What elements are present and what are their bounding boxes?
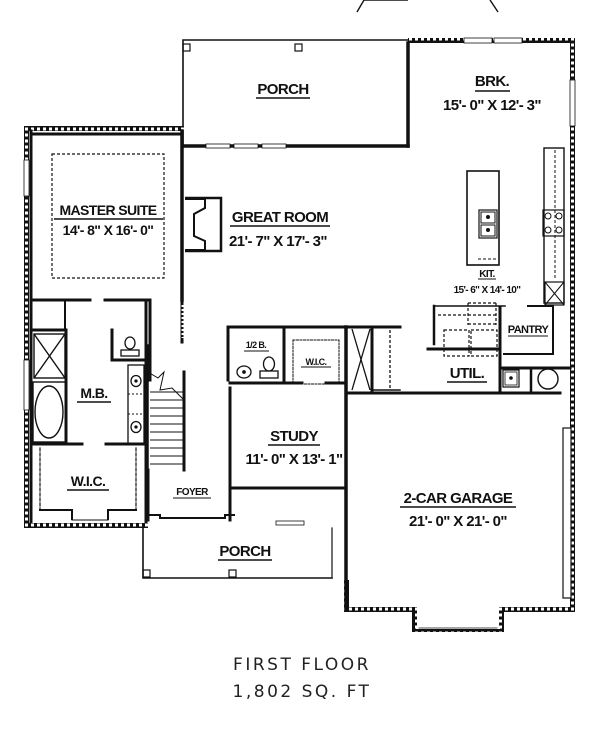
- range-icon: [542, 209, 565, 237]
- windows: [23, 37, 576, 526]
- room-label-study-wic: W.I.C.: [306, 357, 327, 367]
- bar-counter: [438, 302, 497, 325]
- double-sink-icon: [478, 209, 498, 239]
- refrigerator-icon: [544, 281, 565, 306]
- room-dims-kitchen: 15'- 6" X 14'- 10": [454, 285, 522, 296]
- toilet-icon: [120, 336, 140, 357]
- room-labels: PORCH BRK. 15'- 0" X 12'- 3" MASTER SUIT…: [51, 73, 550, 561]
- room-label-garage: 2-CAR GARAGE: [404, 490, 513, 507]
- bathtub-icon: [32, 381, 67, 443]
- kitchen-island-icon: [466, 170, 500, 266]
- room-dims-breakfast: 15'- 0" X 12'- 3": [443, 97, 541, 114]
- room-label-great-room: GREAT ROOM: [232, 209, 328, 226]
- shower-icon: [33, 333, 66, 379]
- half-bath-lavatory-icon: [236, 365, 252, 379]
- rug-outline: [51, 153, 165, 279]
- rear-porch-outline: [182, 39, 408, 148]
- room-dims-study: 11'- 0" X 13'- 1": [245, 451, 343, 468]
- utility-sink-icon: [502, 369, 520, 388]
- room-dims-great-room: 21'- 7" X 17'- 3": [229, 233, 327, 250]
- water-heater-icon: [537, 368, 559, 390]
- room-label-kitchen: KIT.: [479, 269, 495, 280]
- room-dims-garage: 21'- 0" X 21'- 0": [409, 513, 507, 530]
- room-label-half-bath: 1/2 B.: [246, 340, 267, 350]
- counter-right: [542, 147, 565, 306]
- room-label-master-bath: M.B.: [80, 385, 107, 401]
- room-dims-master-suite: 14'- 8" X 16'- 0": [63, 222, 154, 238]
- stair-down-icon: [351, 328, 391, 391]
- exterior-walls: [24, 38, 575, 632]
- floor-title: FIRST FLOOR: [233, 655, 371, 675]
- dryer-icon: [470, 329, 498, 357]
- room-label-study: STUDY: [270, 428, 318, 445]
- room-label-master-wic: W.I.C.: [71, 473, 106, 489]
- floor-area: 1,802 SQ. FT: [232, 682, 372, 702]
- half-bath-toilet-icon: [259, 356, 279, 379]
- roof-line: [356, 0, 499, 13]
- room-label-pantry: PANTRY: [508, 324, 550, 336]
- room-label-breakfast: BRK.: [475, 73, 510, 90]
- staircase-icon: [147, 345, 185, 465]
- room-label-utility: UTIL.: [450, 365, 485, 382]
- room-label-front-porch: PORCH: [219, 543, 270, 560]
- room-label-foyer: FOYER: [176, 487, 209, 498]
- room-label-rear-porch: PORCH: [257, 81, 308, 98]
- washer-icon: [443, 329, 470, 357]
- room-label-master-suite: MASTER SUITE: [59, 202, 156, 218]
- fireplace-icon: [185, 196, 223, 253]
- lavatory-icon: [127, 364, 145, 445]
